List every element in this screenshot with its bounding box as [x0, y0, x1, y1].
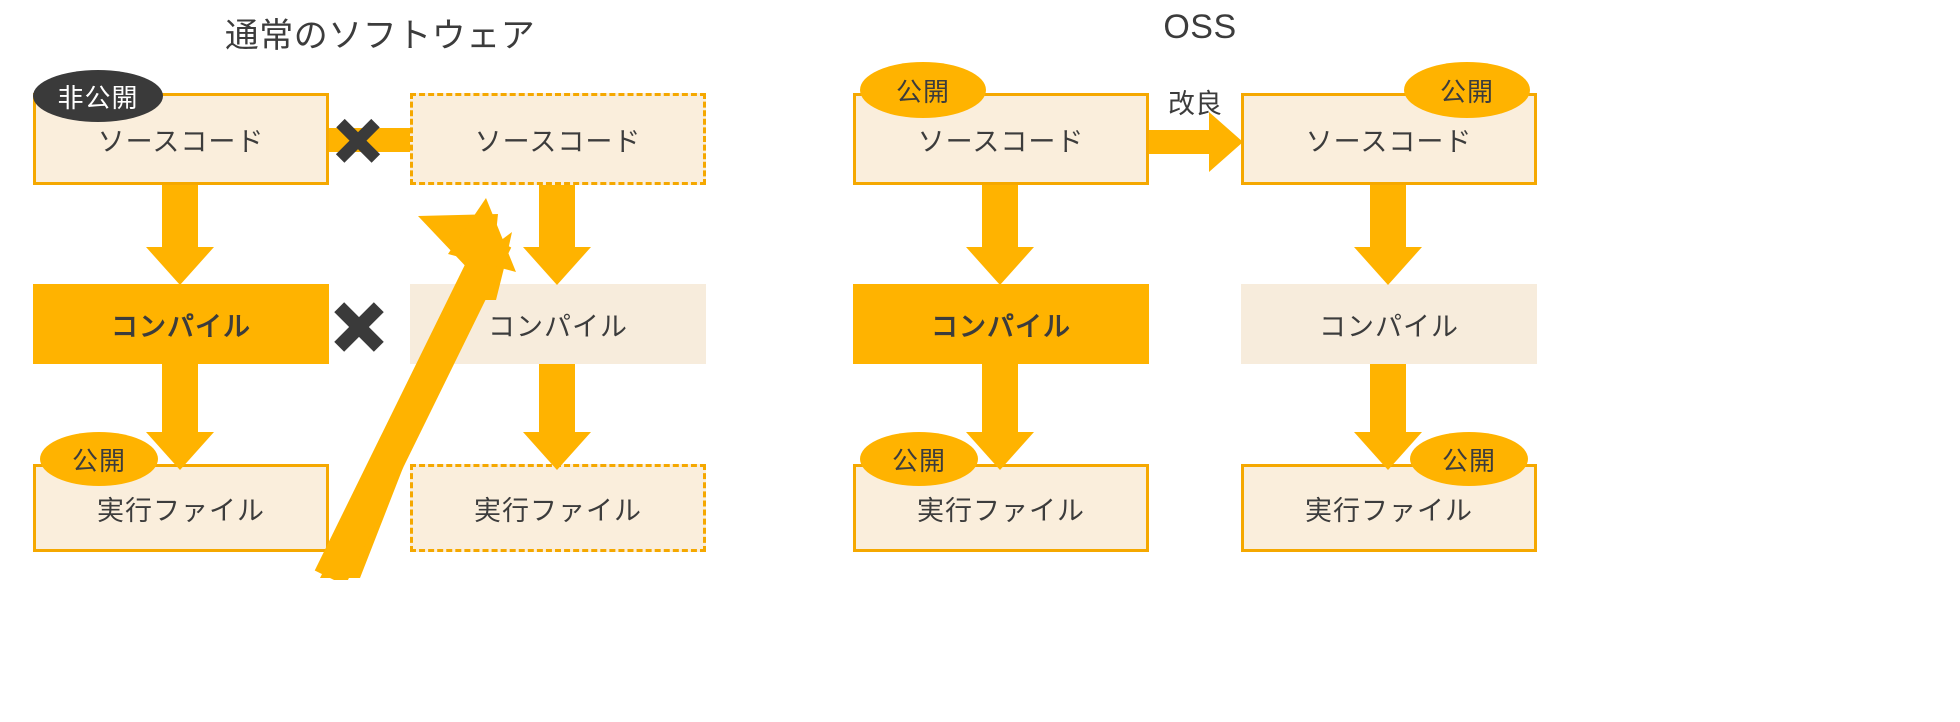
x-mark-icon	[333, 117, 383, 165]
panel-title-oss: OSS	[1163, 8, 1237, 46]
node-oss-left-compile[interactable]: コンパイル	[853, 284, 1149, 364]
badge-label: 公開	[1439, 76, 1494, 107]
node-label: コンパイル	[488, 311, 628, 342]
node-label: コンパイル	[1319, 311, 1459, 342]
node-label: ソースコード	[474, 126, 642, 157]
arrow-conventional-exe-to-source	[314, 198, 516, 580]
node-conventional-right-source[interactable]: ソースコード	[410, 93, 706, 185]
arrow-oss-left-source-to-compile	[960, 185, 1040, 285]
arrow-oss-left-compile-to-exe	[960, 364, 1040, 470]
badge-oss-left-executable: 公開	[860, 432, 978, 486]
node-label: コンパイル	[931, 311, 1071, 342]
badge-conventional-left-source: 非公開	[33, 70, 163, 122]
node-label: ソースコード	[917, 126, 1085, 157]
arrow-conventional-left-source-to-compile	[140, 185, 220, 285]
badge-label: 公開	[71, 445, 126, 476]
badge-oss-right-executable: 公開	[1410, 432, 1528, 486]
badge-oss-right-source: 公開	[1404, 62, 1530, 118]
node-label: ソースコード	[97, 126, 265, 157]
node-conventional-left-compile[interactable]: コンパイル	[33, 284, 329, 364]
badge-label: 公開	[1441, 445, 1496, 476]
arrow-conventional-left-compile-to-exe	[140, 364, 220, 470]
badge-label: 公開	[891, 445, 946, 476]
badge-oss-left-source: 公開	[860, 62, 986, 118]
node-label: 実行ファイル	[1305, 495, 1473, 526]
badge-label: 公開	[895, 76, 950, 107]
node-conventional-right-executable[interactable]: 実行ファイル	[410, 464, 706, 552]
badge-label: 非公開	[57, 82, 139, 113]
node-conventional-left-source[interactable]: ソースコード	[33, 93, 329, 185]
node-label: 実行ファイル	[917, 495, 1085, 526]
node-label: ソースコード	[1305, 126, 1473, 157]
x-mark-icon-2	[331, 300, 387, 354]
arrow-conventional-right-compile-to-exe	[517, 364, 597, 470]
arrow-conventional-right-source-to-compile	[517, 185, 597, 285]
node-label: コンパイル	[111, 311, 251, 342]
arrow-oss-right-source-to-compile	[1348, 185, 1428, 285]
arrow-oss-source-to-source	[1149, 112, 1249, 172]
badge-conventional-left-executable: 公開	[40, 432, 158, 486]
node-label: 実行ファイル	[97, 495, 265, 526]
node-oss-right-compile[interactable]: コンパイル	[1241, 284, 1537, 364]
panel-title-conventional: 通常のソフトウェア	[224, 17, 536, 55]
node-label: 実行ファイル	[474, 495, 642, 526]
node-oss-left-source[interactable]: ソースコード	[853, 93, 1149, 185]
